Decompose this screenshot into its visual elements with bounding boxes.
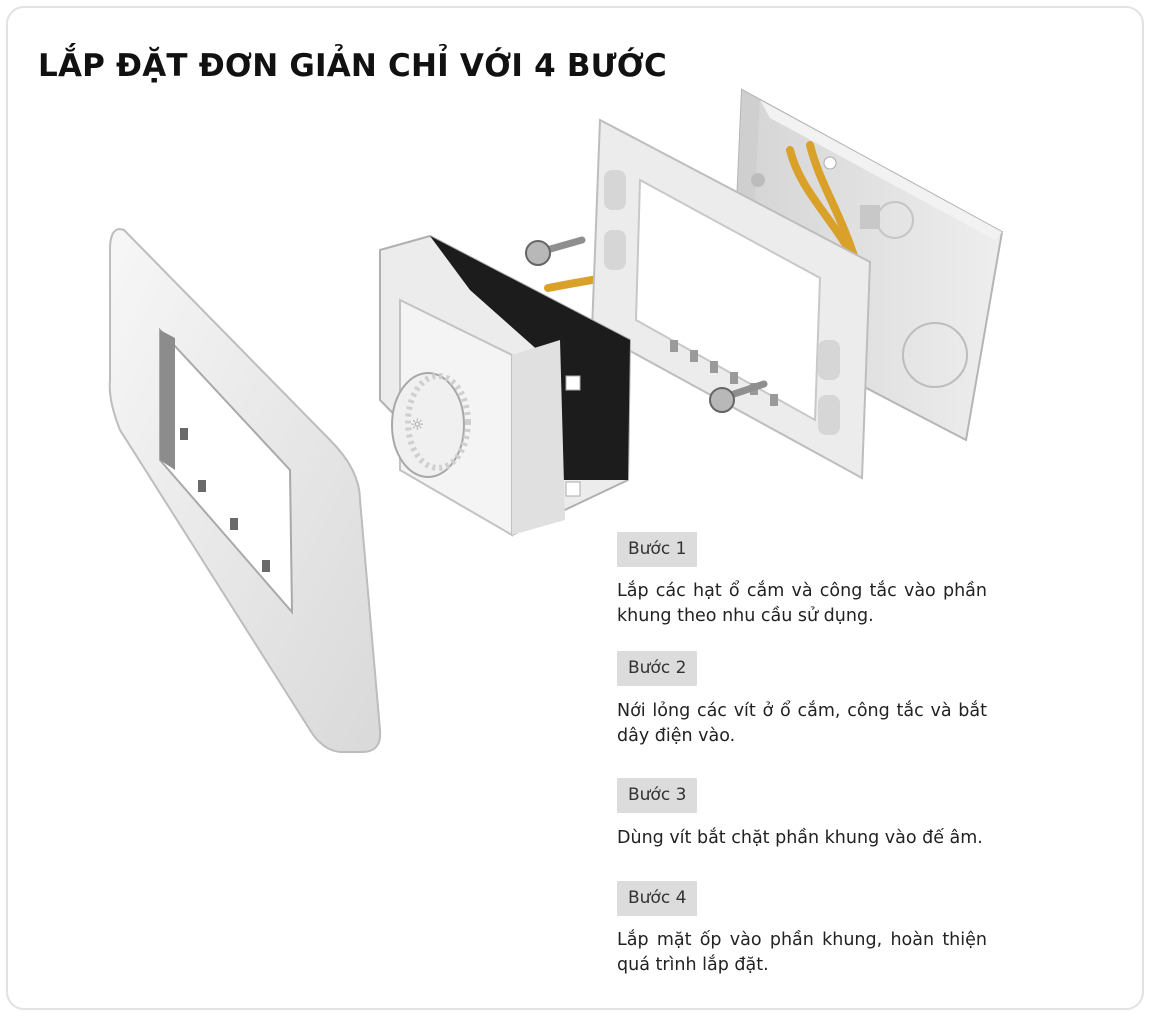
svg-text:☼: ☼ [410,415,424,434]
mounting-frame [590,118,872,480]
step-2-text: Nới lỏng các vít ở ổ cắm, công tắc và bắ… [617,701,987,746]
dimmer-module: ☼ [379,234,632,537]
screws [525,236,768,413]
page-title: LẮP ĐẶT ĐƠN GIẢN CHỈ VỚI 4 BƯỚC [38,48,668,84]
step-1-text: Lắp các hạt ổ cắm và công tắc vào phần k… [617,581,987,626]
step-4-text: Lắp mặt ốp vào phần khung, hoàn thiện qu… [617,930,987,975]
step-3-badge: Bước 3 [617,778,698,813]
step-3-text: Dùng vít bắt chặt phần khung vào đế âm. [617,828,983,848]
step-1-badge: Bước 1 [617,532,698,567]
step-2-badge: Bước 2 [617,651,698,686]
step-4-badge: Bước 4 [617,881,698,916]
cover-plate [108,228,382,753]
dimmer-knob: ☼ [391,372,471,478]
